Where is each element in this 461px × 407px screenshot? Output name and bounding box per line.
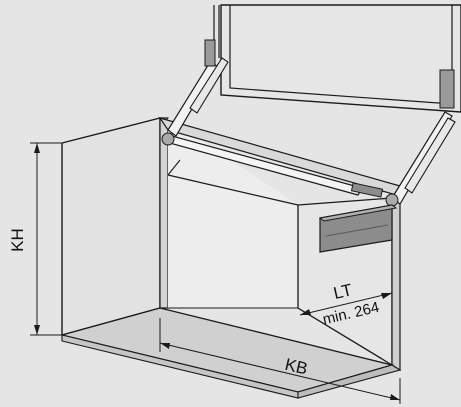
right-lift-arm <box>391 69 456 205</box>
stabilizer-bar <box>161 132 399 207</box>
cabinet-left-side <box>61 117 169 336</box>
cabinet-interior <box>167 118 299 308</box>
mechanism-housing <box>318 204 398 253</box>
cabinet-bottom <box>59 307 402 399</box>
kh-dimension <box>30 142 62 336</box>
lt-dimension <box>299 292 393 316</box>
kh-label: KH <box>8 228 27 252</box>
left-lift-arm <box>167 39 229 137</box>
lt-label: LT <box>332 280 354 303</box>
kb-label: KB <box>283 355 309 379</box>
kb-dimension <box>159 318 401 404</box>
flap-door <box>213 4 461 113</box>
